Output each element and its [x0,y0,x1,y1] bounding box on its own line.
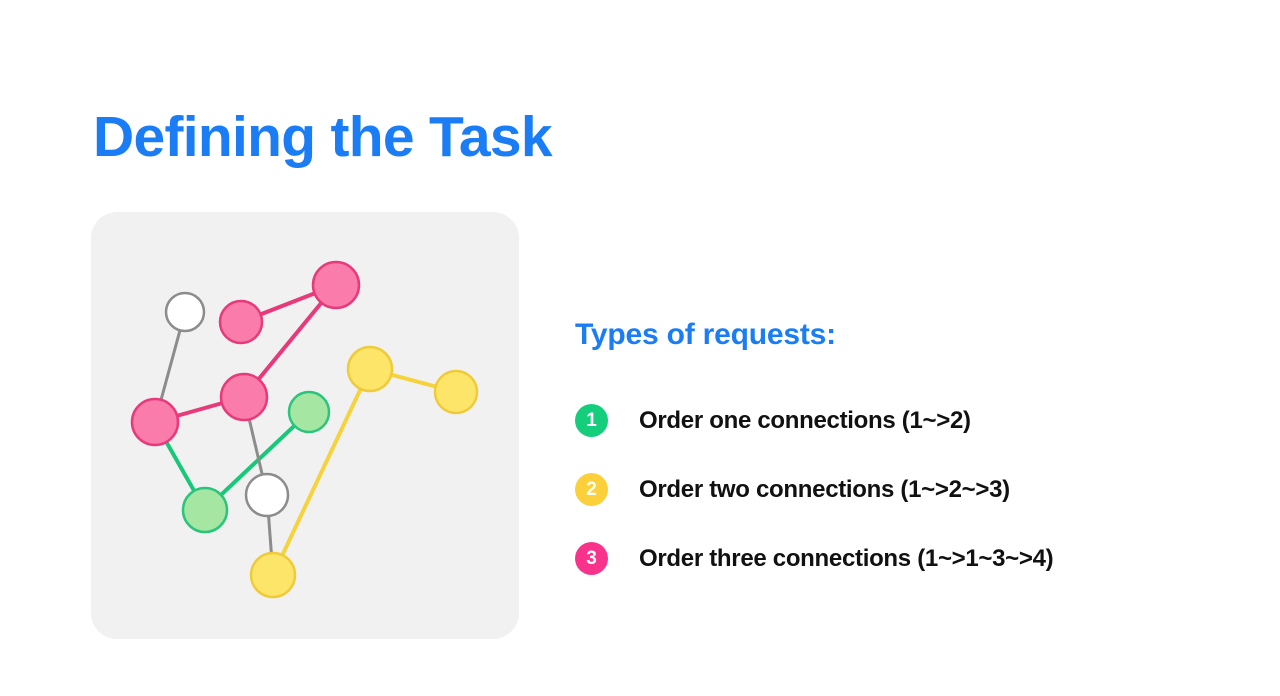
graph-node-yellow-node-far-right[interactable] [433,369,479,415]
graph-node-layer [130,260,479,599]
graph-panel [91,212,519,639]
request-badge-2: 2 [575,473,608,506]
graph-node-pink-node-left[interactable] [130,397,180,447]
request-label-3: Order three connections (1~>1~3~>4) [639,544,1054,572]
graph-node-green-node-right[interactable] [287,390,331,434]
graph-node-white-node-bottom[interactable] [244,472,290,518]
graph-node-pink-node-center[interactable] [219,372,269,422]
request-badge-3: 3 [575,542,608,575]
requests-section: Types of requests: 1 Order one connectio… [575,318,1235,575]
request-badge-1: 1 [575,404,608,437]
graph-edge-n9-n10 [271,367,372,577]
graph-edge-n7-n6 [203,410,311,512]
graph-node-white-node-top-left[interactable] [164,291,206,333]
graph-node-yellow-node-upper-right[interactable] [346,345,394,393]
list-item: 2 Order two connections (1~>2~>3) [575,473,1235,506]
list-item: 3 Order three connections (1~>1~3~>4) [575,542,1235,575]
requests-list: 1 Order one connections (1~>2) 2 Order t… [575,404,1235,575]
request-label-2: Order two connections (1~>2~>3) [639,475,1010,503]
graph-node-green-node-bottom-left[interactable] [181,486,229,534]
graph-node-pink-node-top-right[interactable] [311,260,361,310]
requests-heading: Types of requests: [575,318,836,351]
network-graph-svg [130,260,479,599]
graph-node-pink-node-top-mid[interactable] [218,299,264,345]
request-label-1: Order one connections (1~>2) [639,406,971,434]
page-title: Defining the Task [93,105,553,170]
graph-node-yellow-node-bottom[interactable] [249,551,297,599]
list-item: 1 Order one connections (1~>2) [575,404,1235,437]
